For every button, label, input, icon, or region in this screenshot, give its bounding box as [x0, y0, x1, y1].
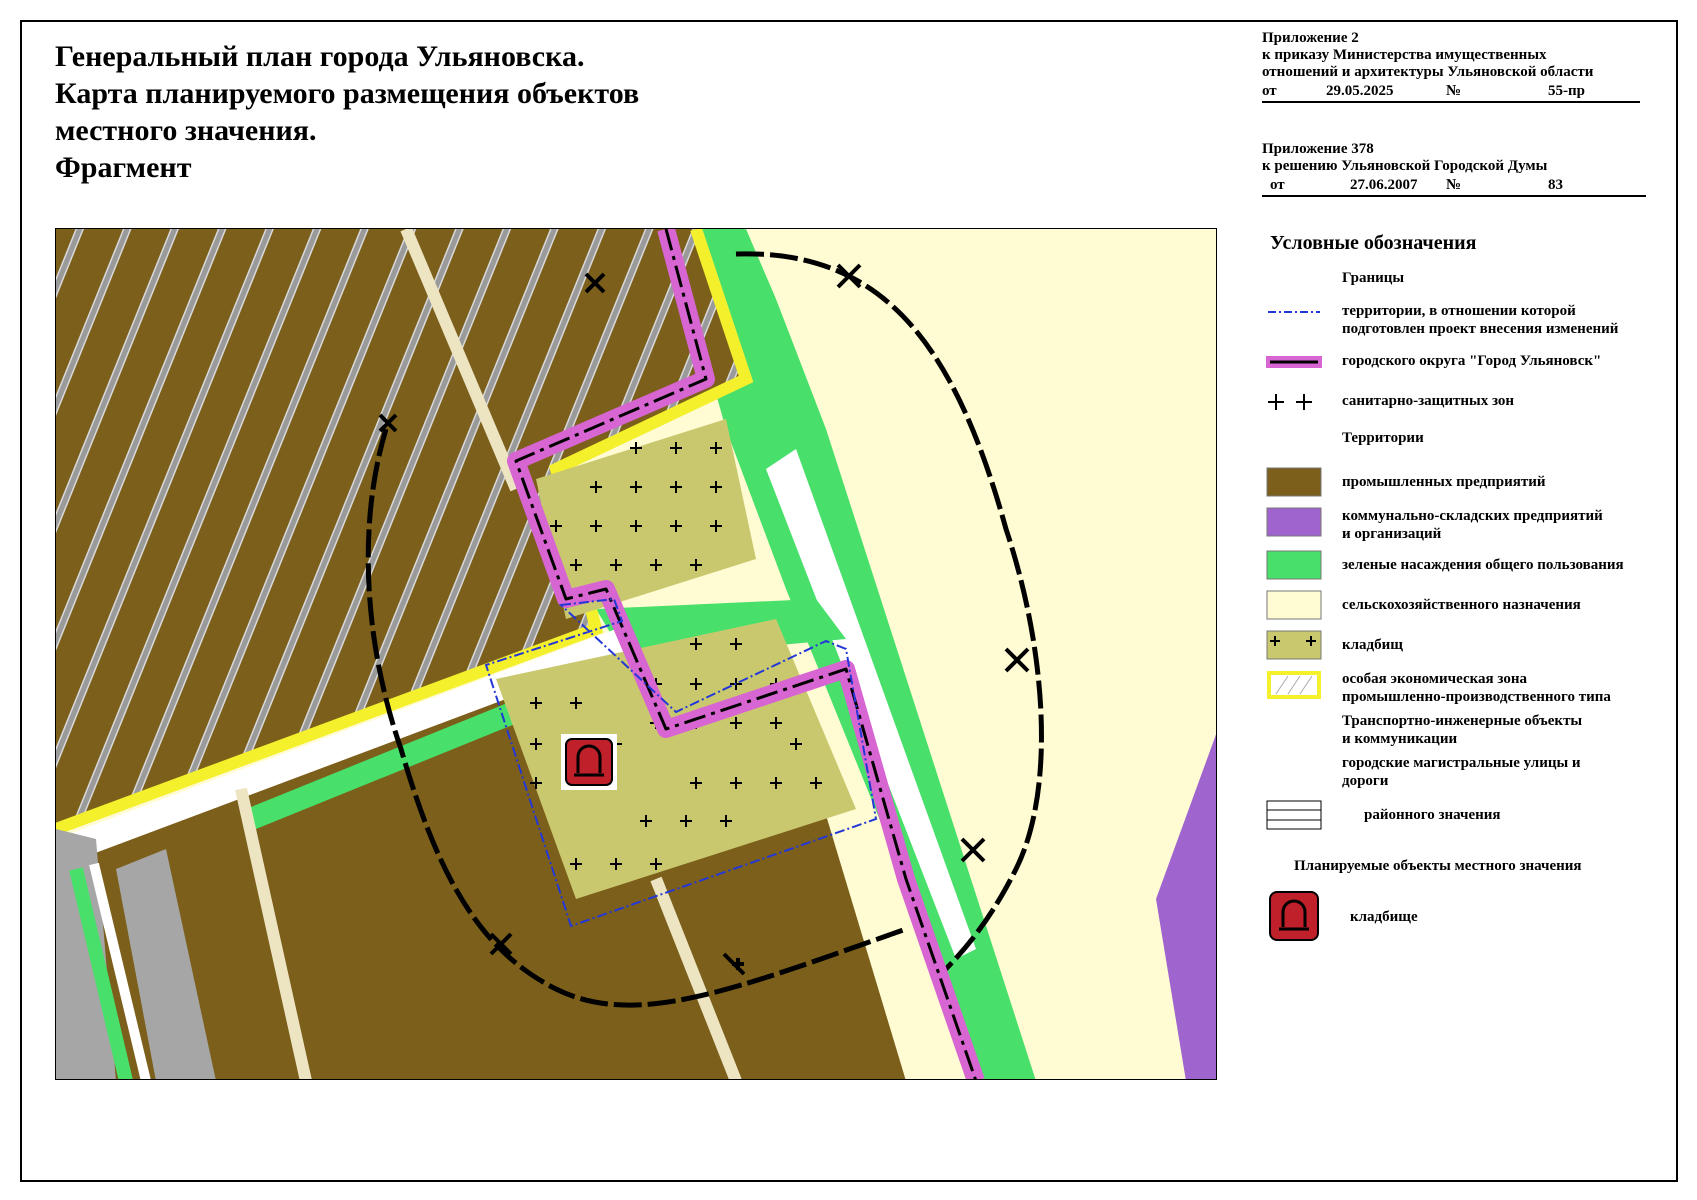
- cemetery-icon[interactable]: [561, 734, 617, 790]
- title-line-1: Генеральный план города Ульяновска.: [55, 40, 585, 73]
- legend-item-transport: Транспортно-инженерные объекты и коммуни…: [1262, 712, 1682, 752]
- legend-item-main-roads: городские магистральные улицы и дороги: [1262, 754, 1682, 794]
- legend-label: коммунально-складских предприятий и орга…: [1342, 508, 1603, 542]
- sez-area: [56, 229, 746, 829]
- legend-item-sez: особая экономическая зона промышленно-пр…: [1262, 670, 1682, 710]
- legend-label: районного значения: [1364, 807, 1501, 823]
- date-underline: [1262, 195, 1646, 197]
- approval-date: 27.06.2007: [1350, 177, 1418, 193]
- legend-boundaries-heading: Границы: [1342, 270, 1405, 286]
- map-title: Генеральный план города Ульяновска. Карт…: [55, 38, 775, 186]
- agricultural-swatch: [1266, 590, 1322, 620]
- legend-item-communal: коммунально-складских предприятий и орга…: [1262, 507, 1682, 547]
- title-line-3: местного значения.: [55, 114, 317, 147]
- legend-label: городского округа "Город Ульяновск": [1342, 353, 1602, 369]
- map-fragment[interactable]: [55, 228, 1217, 1080]
- date-prefix: от: [1270, 177, 1285, 193]
- map-sheet: [20, 20, 1678, 1182]
- legend-territories-heading: Территории: [1342, 430, 1424, 446]
- beige-road-south: [235, 787, 312, 1079]
- city-boundary-dash: [514, 229, 977, 1079]
- legend-item-cemetery-object: кладбище: [1262, 888, 1682, 948]
- approval-number: 83: [1548, 177, 1563, 193]
- approval-heading: Приложение 378: [1262, 141, 1374, 157]
- legend-item-industrial: промышленных предприятий: [1262, 467, 1682, 507]
- approval-line-2: отношений и архитектуры Ульяновской обла…: [1262, 64, 1594, 80]
- date-prefix: от: [1262, 83, 1277, 99]
- approval-date-row: от 27.06.2007 № 83: [1262, 177, 1662, 197]
- gray-road-west: [56, 829, 116, 1079]
- cemetery-north: [536, 419, 756, 619]
- legend-item-city-boundary: городского округа "Город Ульяновск": [1262, 352, 1682, 392]
- legend-label: кладбищ: [1342, 637, 1403, 653]
- approval-line-1: к решению Ульяновской Городской Думы: [1262, 158, 1548, 174]
- legend-label: сельскохозяйственного назначения: [1342, 597, 1581, 613]
- communal-area: [1156, 734, 1216, 1079]
- sanitary-zone-crosses: [378, 263, 1030, 976]
- legend-title: Условные обозначения: [1270, 232, 1477, 254]
- project-boundary: [484, 597, 878, 928]
- industrial-swatch: [1266, 467, 1322, 497]
- date-underline: [1262, 101, 1640, 103]
- legend-item-cemeteries: кладбищ: [1262, 630, 1682, 670]
- legend-item-agricultural: сельскохозяйственного назначения: [1262, 590, 1682, 630]
- approval-date-row: от 29.05.2025 № 55-пр: [1262, 83, 1662, 103]
- sez-border: [56, 229, 754, 835]
- beige-road-center: [650, 876, 742, 1079]
- cemetery-icon: [1266, 888, 1322, 944]
- sanitary-zone-boundary: [365, 251, 1044, 1008]
- sez-swatch: [1266, 670, 1322, 700]
- legend-label: зеленые насаждения общего пользования: [1342, 557, 1624, 573]
- legend-label: промышленных предприятий: [1342, 474, 1546, 490]
- approval-line-1: к приказу Министерства имущественных: [1262, 47, 1547, 63]
- district-roads-symbol: [1266, 800, 1322, 830]
- number-prefix: №: [1446, 177, 1462, 193]
- approval-date: 29.05.2025: [1326, 83, 1394, 99]
- title-line-4: Фрагмент: [55, 151, 192, 184]
- approval-heading: Приложение 2: [1262, 30, 1359, 46]
- approval-number: 55-пр: [1548, 83, 1585, 99]
- sanitary-zone-symbol: [1266, 392, 1322, 422]
- city-boundary-symbol: [1266, 352, 1322, 382]
- project-boundary-symbol: [1266, 302, 1322, 332]
- approval-block-order: Приложение 2 к приказу Министерства имущ…: [1262, 30, 1662, 103]
- beige-road-north: [400, 229, 522, 492]
- number-prefix: №: [1446, 83, 1462, 99]
- legend-label: территории, в отношении которой подготов…: [1342, 303, 1619, 337]
- white-road-west: [89, 862, 151, 1079]
- legend-label: санитарно-защитных зон: [1342, 393, 1515, 409]
- approval-block-decision: Приложение 378 к решению Ульяновской Гор…: [1262, 141, 1662, 197]
- legend-label: городские магистральные улицы и дороги: [1342, 755, 1581, 789]
- legend-item-sanitary-zone: санитарно-защитных зон: [1262, 392, 1682, 432]
- cemeteries-swatch: [1266, 630, 1322, 660]
- title-line-2: Карта планируемого размещения объектов: [55, 77, 640, 110]
- legend-label: особая экономическая зона промышленно-пр…: [1342, 671, 1611, 705]
- communal-swatch: [1266, 507, 1322, 537]
- legend-item-district-roads: районного значения: [1262, 800, 1682, 840]
- main-road: [56, 629, 626, 864]
- gray-road-south: [116, 849, 216, 1079]
- green-swatch: [1266, 550, 1322, 580]
- green-road-west: [69, 867, 133, 1079]
- legend-label: Транспортно-инженерные объекты и коммуни…: [1342, 713, 1583, 747]
- legend-item-green: зеленые насаждения общего пользования: [1262, 550, 1682, 590]
- legend-item-project-boundary: территории, в отношении которой подготов…: [1262, 302, 1682, 342]
- legend-planned-heading: Планируемые объекты местного значения: [1294, 858, 1582, 874]
- legend-label: кладбище: [1350, 909, 1418, 925]
- white-road-east: [766, 449, 976, 959]
